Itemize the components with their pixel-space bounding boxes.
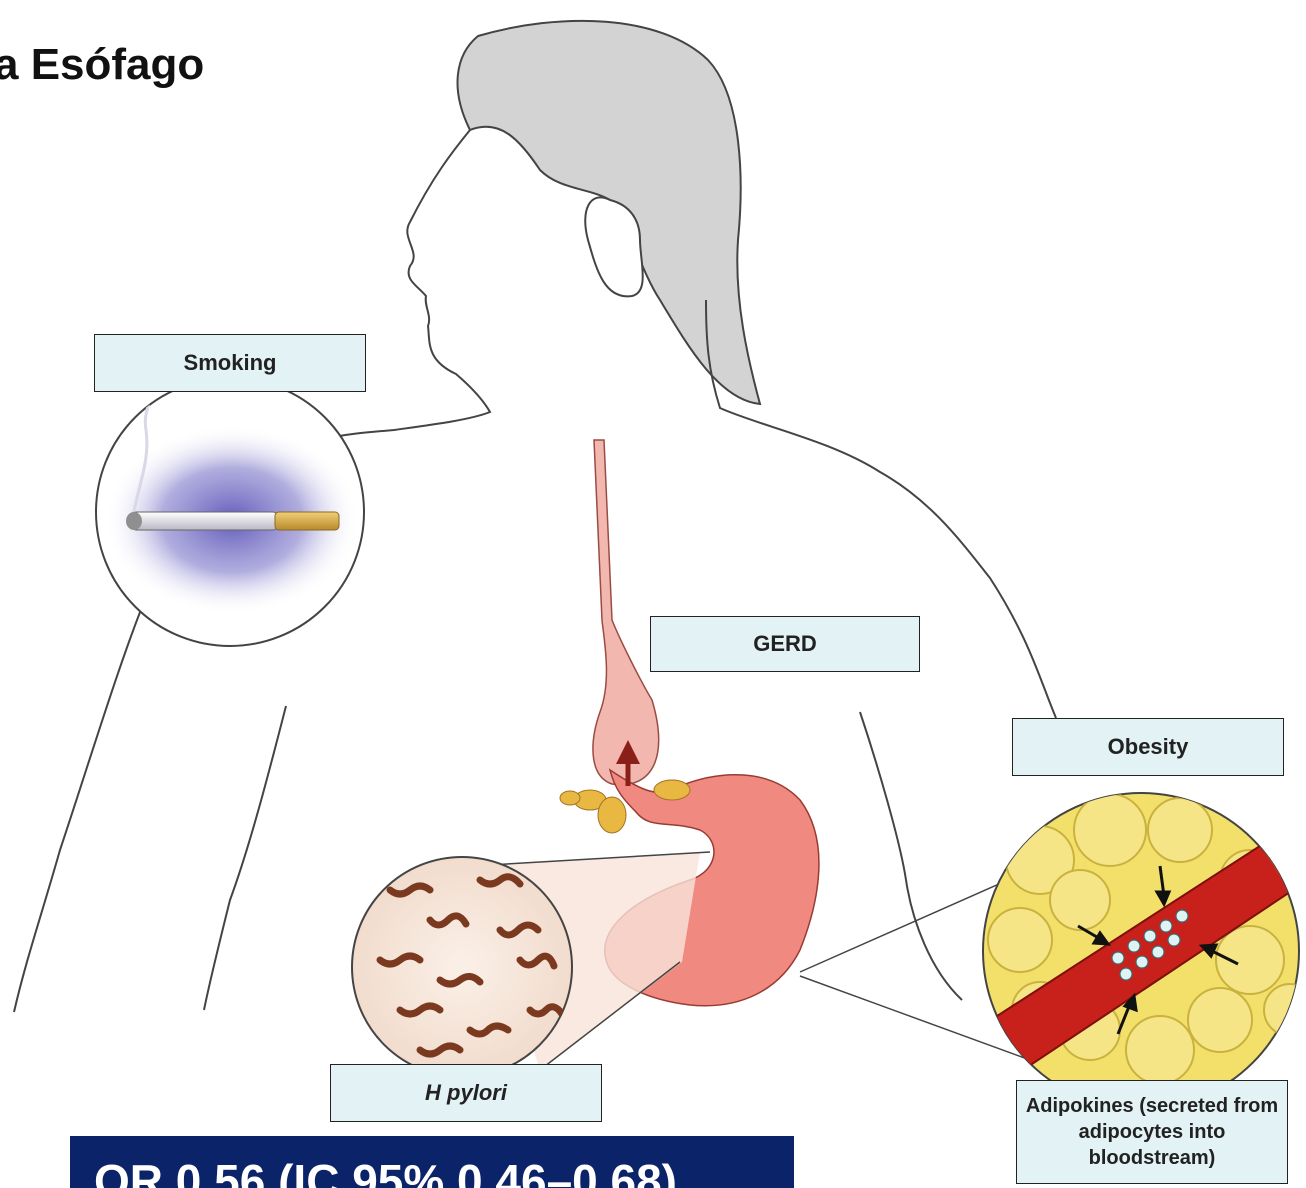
hpylori-circle [352, 857, 572, 1077]
label-hpylori: H pylori [330, 1064, 602, 1122]
cigarette-icon [126, 512, 339, 530]
esophagus [593, 440, 659, 785]
label-gerd: GERD [650, 616, 920, 672]
label-obesity: Obesity [1012, 718, 1284, 776]
odds-ratio-banner: OR 0.56 (IC 95% 0.46–0.68) [70, 1136, 794, 1188]
label-adipokines: Adipokines (secreted from adipocytes int… [1016, 1080, 1288, 1184]
label-smoking: Smoking [94, 334, 366, 392]
odds-ratio-text: OR 0.56 (IC 95% 0.46–0.68) [94, 1154, 677, 1188]
